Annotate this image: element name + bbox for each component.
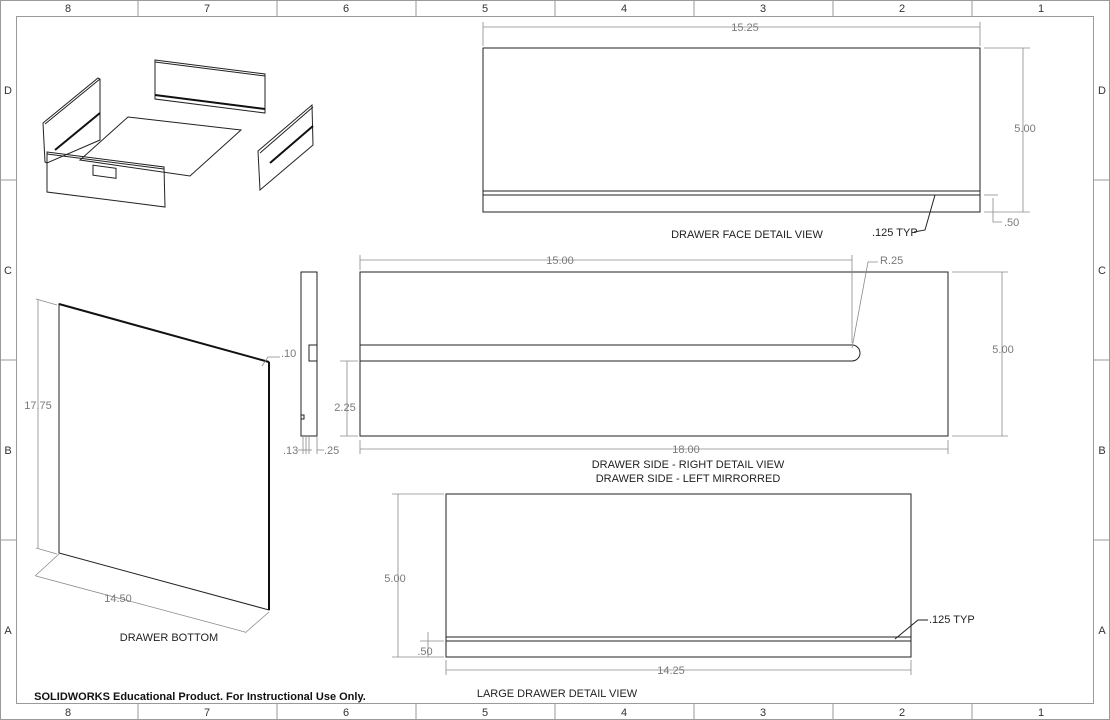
col-label: 7: [204, 707, 210, 719]
col-label: 1: [1038, 707, 1044, 719]
dim-bottom-depth: 17.75: [24, 400, 52, 412]
view-title: DRAWER BOTTOM: [120, 632, 218, 644]
isometric-exploded-view: [42, 59, 314, 208]
dim-bottom-thickness: .10: [281, 348, 296, 360]
dim-side-length: 18.00: [672, 444, 700, 456]
large-drawer-detail-view: 5.00 .50 14.25 .125 TYP LARGE DRAWER DET…: [384, 493, 975, 700]
col-label: 5: [482, 707, 488, 719]
col-label: 8: [65, 707, 71, 719]
col-label: 3: [760, 3, 766, 15]
column-labels-top: 8 7 6 5 4 3 2 1: [65, 3, 1044, 15]
col-label: 7: [204, 3, 210, 15]
row-label: B: [1098, 445, 1105, 457]
dim-large-height: 5.00: [384, 573, 405, 585]
note-groove-typ: .125 TYP: [929, 614, 975, 626]
row-label: A: [1098, 625, 1106, 637]
row-label: B: [4, 445, 11, 457]
note-groove-typ: .125 TYP: [872, 227, 918, 239]
dim-groove-length: 15.00: [546, 255, 574, 267]
dim-large-groove-offset: .50: [417, 646, 432, 658]
dim-bottom-width: 14.50: [104, 593, 132, 605]
drawer-face-outline: [482, 47, 981, 213]
inner-border: [16, 16, 1094, 704]
drawer-side-detail-view: 15.00 R.25 5.00 2.25 18.00 DRAWER SIDE -…: [334, 255, 1014, 485]
dim-edge-right: .25: [324, 445, 339, 457]
view-title: LARGE DRAWER DETAIL VIEW: [477, 688, 638, 700]
watermark: SOLIDWORKS Educational Product. For Inst…: [34, 691, 366, 703]
dim-face-height: 5.00: [1014, 123, 1035, 135]
col-label: 2: [899, 707, 905, 719]
col-label: 3: [760, 707, 766, 719]
row-label: C: [1098, 265, 1106, 277]
col-label: 4: [621, 3, 627, 15]
col-label: 5: [482, 3, 488, 15]
col-label: 1: [1038, 3, 1044, 15]
row-label: D: [4, 85, 12, 97]
row-labels: D C B A D C B A: [4, 85, 1106, 637]
dim-groove-height: 2.25: [334, 402, 355, 414]
column-labels-bottom: 8 7 6 5 4 3 2 1: [65, 707, 1044, 719]
row-label: C: [4, 265, 12, 277]
drawer-face-detail-view: 15.25 5.00 .50 .125 TYP DRAWER FACE DETA…: [482, 22, 1036, 241]
row-label: A: [4, 625, 12, 637]
col-label: 6: [343, 3, 349, 15]
col-label: 4: [621, 707, 627, 719]
dim-radius: R.25: [880, 255, 903, 267]
drawer-bottom-view: 17.75 14.50 .10 DRAWER BOTTOM: [24, 298, 296, 644]
dim-face-width: 15.25: [731, 22, 759, 34]
col-label: 6: [343, 707, 349, 719]
view-title: DRAWER SIDE - RIGHT DETAIL VIEW: [592, 459, 785, 471]
dim-edge-left: .13: [283, 445, 298, 457]
col-label: 8: [65, 3, 71, 15]
view-subtitle: DRAWER SIDE - LEFT MIRRORRED: [596, 473, 781, 485]
dim-face-groove-offset: .50: [1004, 217, 1019, 229]
row-label: D: [1098, 85, 1106, 97]
col-label: 2: [899, 3, 905, 15]
dim-large-width: 14.25: [657, 665, 685, 677]
view-title: DRAWER FACE DETAIL VIEW: [671, 229, 823, 241]
side-edge-view: .13 .25: [283, 271, 339, 457]
dim-side-height: 5.00: [992, 344, 1013, 356]
